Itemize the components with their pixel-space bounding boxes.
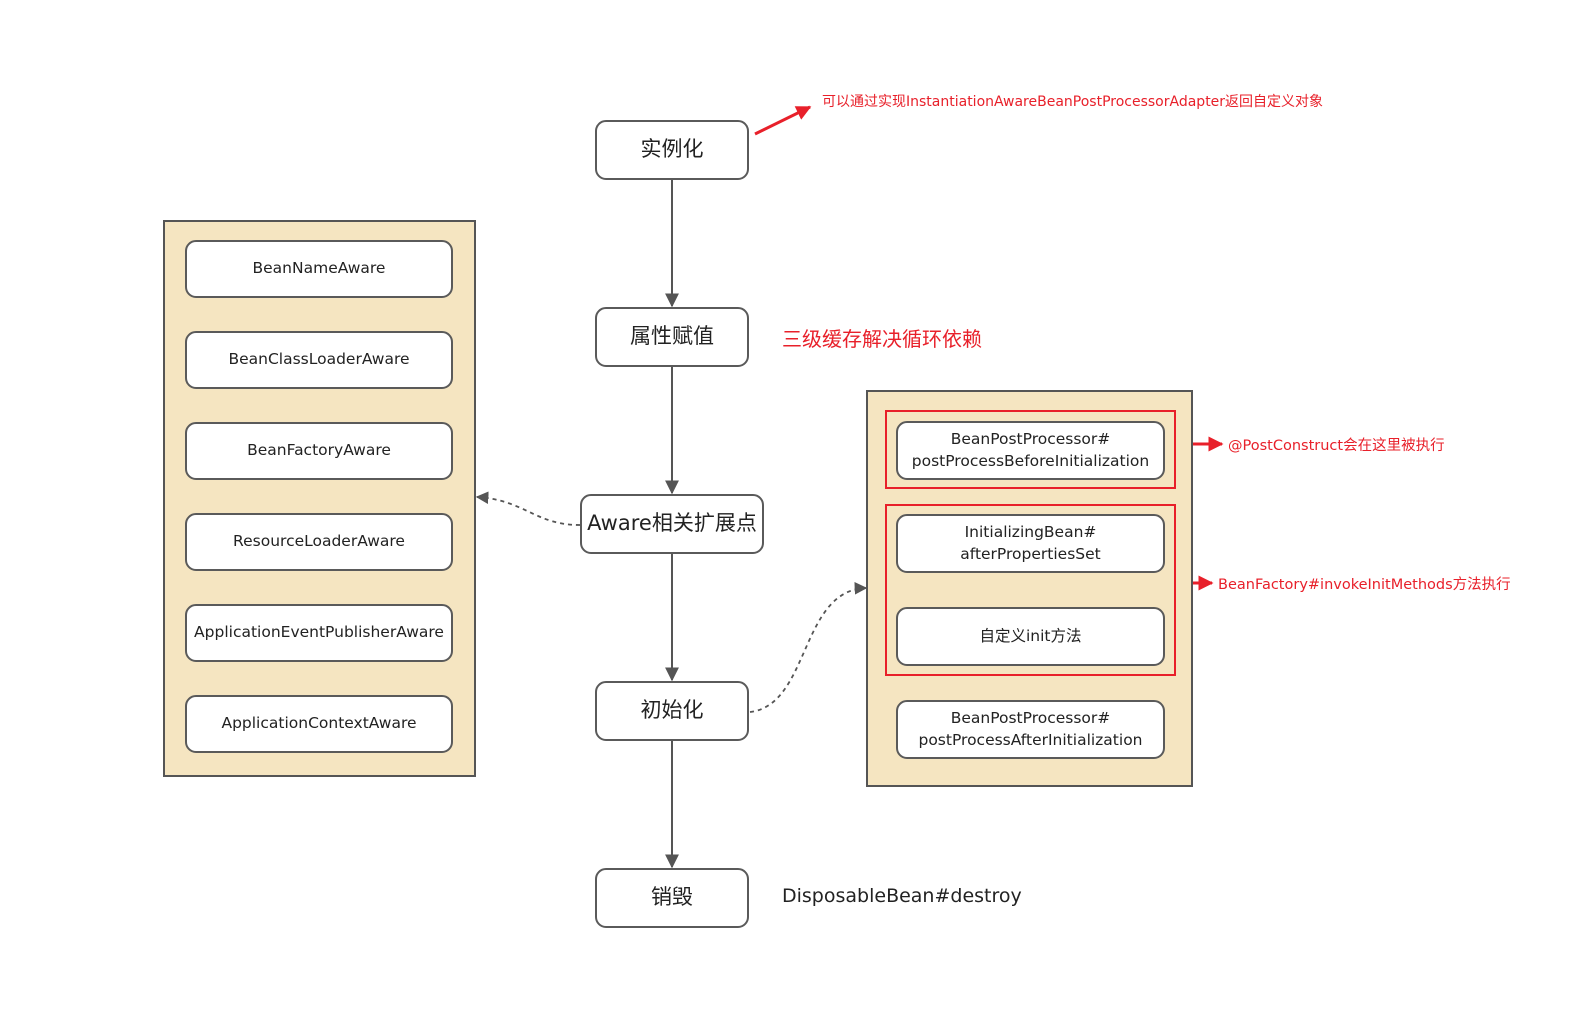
dashed-init-to-panel (749, 582, 868, 713)
init-custom-method: 自定义init方法 (896, 607, 1165, 666)
aware-panel (163, 220, 476, 777)
aware-item-resource-loader: ResourceLoaderAware (185, 513, 453, 571)
init-before-line1: BeanPostProcessor# (950, 429, 1111, 448)
step-aware: Aware相关扩展点 (580, 494, 764, 554)
aware-item-bean-classloader: BeanClassLoaderAware (185, 331, 453, 389)
step-instantiate: 实例化 (595, 120, 749, 180)
note-postconstruct: @PostConstruct会在这里被执行 (1228, 438, 1445, 454)
aware-item-bean-name: BeanNameAware (185, 240, 453, 298)
init-initializing-line2: afterPropertiesSet (960, 544, 1101, 563)
init-before-initialization: BeanPostProcessor# postProcessBeforeInit… (896, 421, 1165, 480)
step-populate: 属性赋值 (595, 307, 749, 367)
aware-item-app-context: ApplicationContextAware (185, 695, 453, 753)
note-cache: 三级缓存解决循环依赖 (782, 327, 982, 351)
init-initializing-line1: InitializingBean# (964, 522, 1097, 541)
note-destroy: DisposableBean#destroy (782, 885, 1022, 907)
note-instantiate: 可以通过实现InstantiationAwareBeanPostProcesso… (822, 94, 1324, 110)
aware-item-bean-factory: BeanFactoryAware (185, 422, 453, 480)
red-frame-before-init (885, 410, 1176, 489)
note-invoke-init: BeanFactory#invokeInitMethods方法执行 (1218, 577, 1511, 593)
init-before-line2: postProcessBeforeInitialization (911, 451, 1150, 470)
init-after-line1: BeanPostProcessor# (950, 708, 1111, 727)
init-after-line2: postProcessAfterInitialization (918, 730, 1143, 749)
init-after-initialization: BeanPostProcessor# postProcessAfterIniti… (896, 700, 1165, 759)
red-frame-init-methods (885, 504, 1176, 676)
red-arrow-instantiate (754, 105, 812, 136)
step-initialize: 初始化 (595, 681, 749, 741)
init-initializing-bean: InitializingBean# afterPropertiesSet (896, 514, 1165, 573)
dashed-aware-to-panel (475, 491, 581, 526)
aware-item-event-publisher: ApplicationEventPublisherAware (185, 604, 453, 662)
step-destroy: 销毁 (595, 868, 749, 928)
